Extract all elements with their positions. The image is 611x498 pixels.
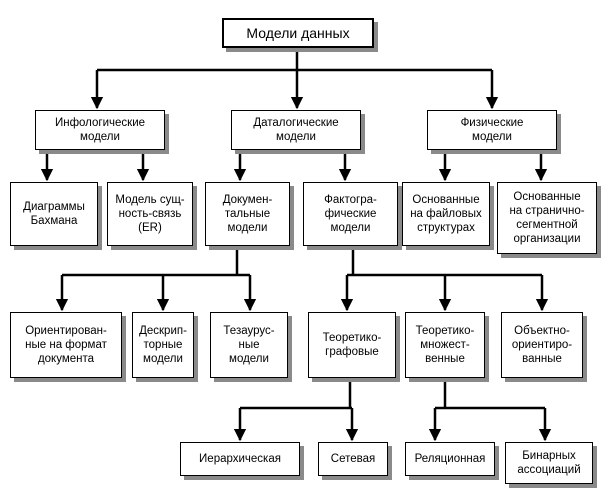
node-graph-theoretic: Теоретико- графовые	[308, 312, 396, 378]
node-er: Модель сущ- ность-связь (ER)	[107, 182, 193, 246]
node-hierarchical: Иерархическая	[180, 442, 300, 476]
node-binary: Бинарных ассоциаций	[505, 442, 593, 484]
node-root: Модели данных	[222, 18, 374, 48]
node-network: Сетевая	[318, 442, 388, 476]
node-file-based: Основанные на файловых структурах	[402, 182, 490, 246]
node-object-oriented: Объектно- ориентиро- ванные	[501, 312, 583, 378]
node-bachman: Диаграммы Бахмана	[10, 182, 98, 246]
node-documental: Докумен- тальные модели	[205, 182, 290, 246]
node-physical: Физические модели	[427, 110, 557, 150]
node-descriptor: Дескрип- торные модели	[132, 312, 194, 378]
node-thesaurus: Тезаурус- ные модели	[210, 312, 288, 378]
node-set-theoretic: Теоретико- множест- венные	[405, 312, 485, 378]
node-infological: Инфологические модели	[35, 110, 165, 150]
node-factographic: Фактогра- фические модели	[303, 182, 398, 246]
node-datalogical: Даталогические модели	[231, 110, 361, 150]
node-page-based: Основанные на странично- сегментной орга…	[497, 182, 597, 254]
node-format-oriented: Ориентирован- ные на формат документа	[10, 312, 122, 378]
node-relational: Реляционная	[405, 442, 495, 476]
